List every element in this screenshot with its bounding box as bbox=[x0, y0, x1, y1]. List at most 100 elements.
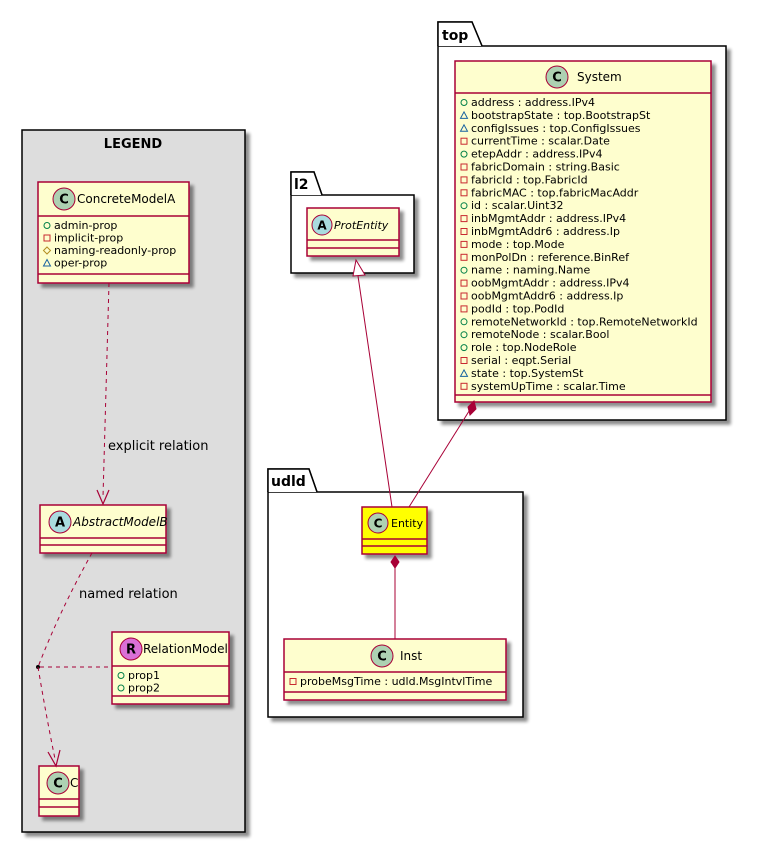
class-attribute: oobMgmtAddr6 : address.Ip bbox=[471, 290, 623, 303]
class-attribute: monPolDn : reference.BinRef bbox=[471, 251, 630, 264]
class-name: AbstractModelB bbox=[72, 515, 168, 529]
package-l2-label: l2 bbox=[294, 177, 309, 193]
attr-list: probeMsgTime : udld.MsgIntvlTime bbox=[289, 675, 493, 688]
class-attribute: etepAddr : address.IPv4 bbox=[471, 148, 602, 161]
class-system[interactable]: C System address : address.IPv4bootstrap… bbox=[454, 60, 712, 403]
private-visibility-icon bbox=[460, 253, 468, 261]
class-attribute: admin-prop bbox=[54, 219, 117, 232]
private-visibility-icon bbox=[460, 292, 468, 300]
class-c[interactable]: C C bbox=[38, 765, 80, 817]
private-visibility-icon bbox=[460, 305, 468, 313]
class-attribute: oobMgmtAddr : address.IPv4 bbox=[471, 277, 630, 290]
relation-class-stereotype: R bbox=[126, 643, 136, 658]
public-visibility-icon bbox=[460, 318, 468, 326]
named-relation-label: named relation bbox=[79, 587, 178, 602]
public-visibility-icon bbox=[460, 202, 468, 210]
private-visibility-icon bbox=[460, 215, 468, 223]
class-attribute: fabricDomain : string.Basic bbox=[471, 161, 620, 174]
protentity-class-stereotype: A bbox=[317, 219, 327, 233]
class-prot-entity[interactable]: A ProtEntity bbox=[306, 207, 400, 257]
class-name: Entity bbox=[391, 517, 424, 530]
public-visibility-icon bbox=[460, 331, 468, 339]
package-top-label: top bbox=[442, 28, 468, 44]
class-name: System bbox=[577, 70, 622, 84]
private-visibility-icon bbox=[460, 137, 468, 145]
class-attribute: currentTime : scalar.Date bbox=[471, 135, 610, 148]
package-visibility-icon bbox=[42, 258, 52, 267]
class-attribute: mode : top.Mode bbox=[471, 238, 565, 251]
class-attribute: state : top.SystemSt bbox=[471, 367, 584, 380]
explicit-relation-label: explicit relation bbox=[108, 439, 208, 454]
entity-class-stereotype: C bbox=[374, 517, 383, 531]
class-inst[interactable]: C Inst probeMsgTime : udld.MsgIntvlTime bbox=[283, 638, 507, 701]
class-attribute: fabricMAC : top.fabricMacAddr bbox=[471, 186, 639, 199]
concrete-class-icon bbox=[545, 65, 569, 89]
class-abstract-model-b[interactable]: A AbstractModelB bbox=[39, 504, 168, 554]
private-visibility-icon bbox=[460, 382, 468, 390]
private-visibility-icon bbox=[460, 228, 468, 235]
class-attribute: prop2 bbox=[128, 682, 160, 695]
private-visibility-icon bbox=[43, 234, 51, 242]
private-visibility-icon bbox=[289, 678, 297, 685]
class-attribute: systemUpTime : scalar.Time bbox=[471, 380, 626, 393]
class-attribute: podId : top.PodId bbox=[471, 302, 564, 315]
abstract-class-icon bbox=[48, 510, 72, 534]
class-attribute: oper-prop bbox=[54, 257, 107, 270]
public-visibility-icon bbox=[43, 222, 51, 229]
class-attribute: probeMsgTime : udld.MsgIntvlTime bbox=[300, 675, 493, 688]
named-relation-edge: named relation bbox=[36, 552, 178, 768]
private-visibility-icon bbox=[460, 279, 468, 287]
package-visibility-icon bbox=[459, 368, 469, 377]
concrete-class-icon bbox=[367, 512, 389, 534]
package-udld-label: udld bbox=[271, 474, 306, 490]
concrete-class-icon bbox=[46, 771, 70, 795]
abstract-class-icon bbox=[311, 214, 333, 236]
explicit-relation-edge: explicit relation bbox=[96, 282, 208, 506]
class-entity[interactable]: C Entity bbox=[361, 506, 428, 555]
concrete-class-stereotype: C bbox=[59, 193, 69, 208]
class-name: C bbox=[70, 776, 78, 790]
class-attribute: name : naming.Name bbox=[471, 264, 591, 277]
class-attribute: role : top.NodeRole bbox=[471, 341, 577, 354]
public-visibility-icon bbox=[117, 672, 125, 679]
private-visibility-icon bbox=[460, 176, 468, 184]
inheritance-edge bbox=[352, 258, 393, 508]
abstract-class-stereotype: A bbox=[55, 516, 65, 531]
public-visibility-icon bbox=[460, 150, 468, 158]
class-attribute: prop1 bbox=[128, 669, 160, 682]
class-concrete-model-a[interactable]: C ConcreteModelA admin-propimplicit-prop… bbox=[37, 181, 190, 284]
private-visibility-icon bbox=[460, 240, 468, 248]
class-attribute: remoteNode : scalar.Bool bbox=[471, 328, 609, 341]
package-visibility-icon bbox=[459, 110, 469, 119]
concrete-class-icon bbox=[52, 187, 76, 211]
class-attribute: naming-readonly-prop bbox=[54, 244, 176, 257]
class-name: RelationModel bbox=[143, 642, 228, 656]
inst-class-stereotype: C bbox=[377, 650, 387, 665]
class-attribute: address : address.IPv4 bbox=[471, 96, 595, 109]
class-attribute: implicit-prop bbox=[54, 232, 123, 245]
composition-edge-system-entity bbox=[408, 400, 477, 508]
class-attribute: bootstrapState : top.BootstrapSt bbox=[471, 109, 651, 122]
class-attribute: inbMgmtAddr6 : address.Ip bbox=[471, 225, 620, 238]
class-name: Inst bbox=[400, 649, 422, 663]
concrete-class-icon bbox=[370, 644, 394, 668]
public-visibility-icon bbox=[460, 99, 468, 106]
class-attribute: remoteNetworkId : top.RemoteNetworkId bbox=[471, 315, 698, 328]
class-attribute: configIssues : top.ConfigIssues bbox=[471, 122, 641, 135]
private-visibility-icon bbox=[460, 357, 468, 364]
public-visibility-icon bbox=[460, 266, 468, 274]
public-visibility-icon bbox=[117, 684, 125, 692]
relation-class-icon bbox=[119, 637, 143, 661]
class-attribute: inbMgmtAddr : address.IPv4 bbox=[471, 212, 626, 225]
system-class-stereotype: C bbox=[552, 71, 562, 86]
public-visibility-icon bbox=[460, 344, 468, 352]
private-visibility-icon bbox=[460, 189, 468, 197]
composition-edge-entity-inst bbox=[390, 555, 400, 639]
class-attribute: serial : eqpt.Serial bbox=[471, 354, 571, 367]
class-name: ProtEntity bbox=[334, 219, 389, 232]
protected-visibility-icon bbox=[42, 246, 52, 255]
class-attribute: fabricId : top.FabricId bbox=[471, 173, 588, 186]
